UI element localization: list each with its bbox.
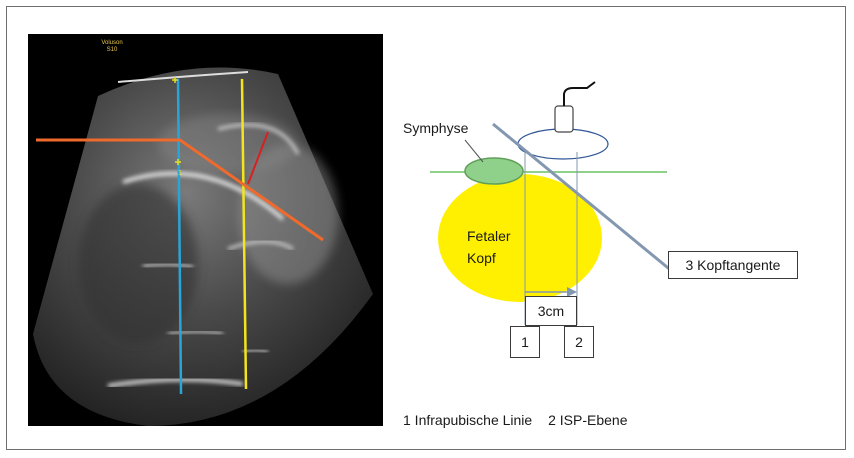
isp-line	[240, 78, 248, 390]
ultrasound-image: 1 Voluson S10	[28, 34, 383, 426]
symphysis-pointer	[464, 139, 484, 163]
dark-region	[78, 184, 198, 344]
bone-echo	[142, 262, 194, 269]
brand-model: S10	[106, 47, 118, 53]
bone-echo	[227, 240, 294, 251]
transducer-cable	[563, 81, 596, 106]
orange-head-tangent	[36, 138, 324, 242]
legend-item-2: 2 ISP-Ebene	[548, 412, 628, 428]
symphysis-shape	[464, 157, 524, 185]
device-brand: Voluson S10	[92, 40, 132, 54]
infrapubic-line	[176, 78, 183, 395]
fetal-head-label-line1: Fetaler	[467, 228, 511, 244]
ultrasound-scan: 1	[33, 67, 373, 426]
caliper-marker	[172, 77, 181, 165]
bright-tissue	[158, 114, 298, 174]
probe-surface	[117, 71, 249, 83]
distance-label-box: 3cm	[525, 296, 577, 326]
fetal-head-label-line2: Kopf	[467, 250, 496, 266]
transducer-probe	[554, 105, 574, 133]
legend-item-1: 1 Infrapubische Linie	[403, 412, 533, 428]
caliper-label: 1	[178, 170, 182, 177]
fetal-head-shape	[438, 174, 602, 302]
schematic-diagram	[430, 81, 674, 325]
red-marker-line	[247, 131, 269, 185]
legend-caption: 1 Infrapubische Linie 2 ISP-Ebene	[403, 412, 639, 428]
arrow-head	[567, 287, 577, 297]
symphyse-label: Symphyse	[403, 120, 469, 136]
bone-echo	[107, 377, 244, 388]
line1-label-box: 1	[510, 326, 540, 358]
skull-echo	[122, 171, 285, 221]
tangent-label-box: 3 Kopftangente	[668, 251, 798, 279]
bone-echo	[167, 330, 224, 336]
line2-label-box: 2	[564, 326, 594, 358]
bone-echo	[217, 123, 300, 155]
brand-name: Voluson	[101, 40, 123, 46]
head-tangent-line	[492, 122, 674, 274]
